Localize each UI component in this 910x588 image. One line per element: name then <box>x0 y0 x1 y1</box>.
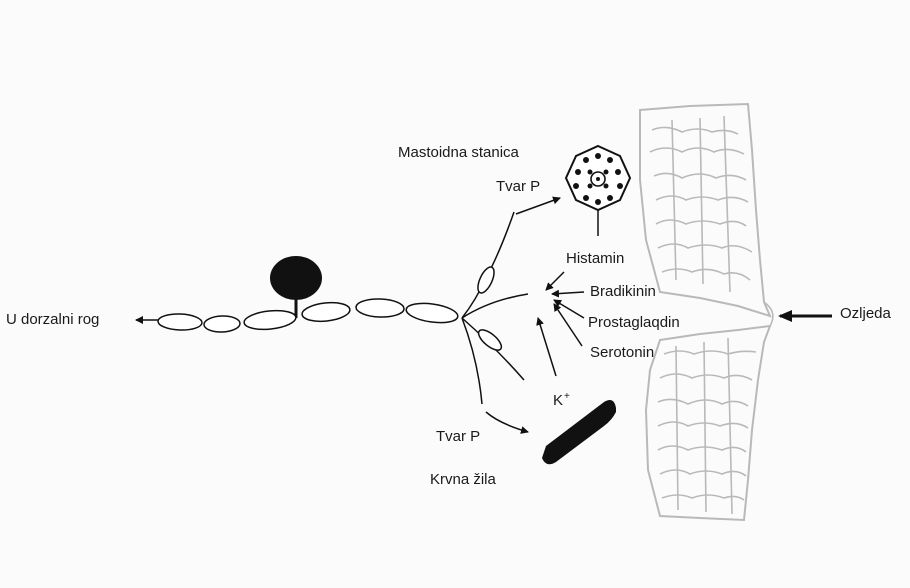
label-blood-vessel: Krvna žila <box>430 471 496 489</box>
tissue-upper-outline <box>640 104 770 316</box>
label-injury: Ozljeda <box>840 305 891 323</box>
mast-cell <box>566 146 630 236</box>
label-histamine: Histamin <box>566 250 624 268</box>
label-substance-p-top: Tvar P <box>496 178 540 196</box>
label-dorsal-horn: U dorzalni rog <box>6 311 99 329</box>
branch-to-mast-cell <box>462 212 514 318</box>
arrow-serotonin <box>554 304 582 346</box>
tissue-texture-lower <box>658 338 756 514</box>
label-prostaglandin: Prostaglaqdin <box>588 314 680 332</box>
label-potassium-charge: + <box>564 391 570 402</box>
label-potassium: K+ <box>553 388 570 410</box>
label-mast-cell: Mastoidna stanica <box>398 144 519 162</box>
arrow-substance-p-to-vessel <box>486 412 528 432</box>
arrow-histamine <box>546 272 564 290</box>
injured-tissue <box>640 104 773 520</box>
arrow-substance-p-to-mast-cell <box>516 198 560 214</box>
nerve-endings <box>462 212 528 404</box>
branch-to-mediators <box>462 294 528 318</box>
arrow-bradykinin <box>552 292 584 294</box>
tissue-texture-upper <box>650 116 752 292</box>
arrow-potassium <box>538 318 556 376</box>
label-serotonin: Serotonin <box>590 344 654 362</box>
arrow-prostaglandin <box>554 300 584 318</box>
label-bradykinin: Bradikinin <box>590 283 656 301</box>
label-substance-p-bottom: Tvar P <box>436 428 480 446</box>
